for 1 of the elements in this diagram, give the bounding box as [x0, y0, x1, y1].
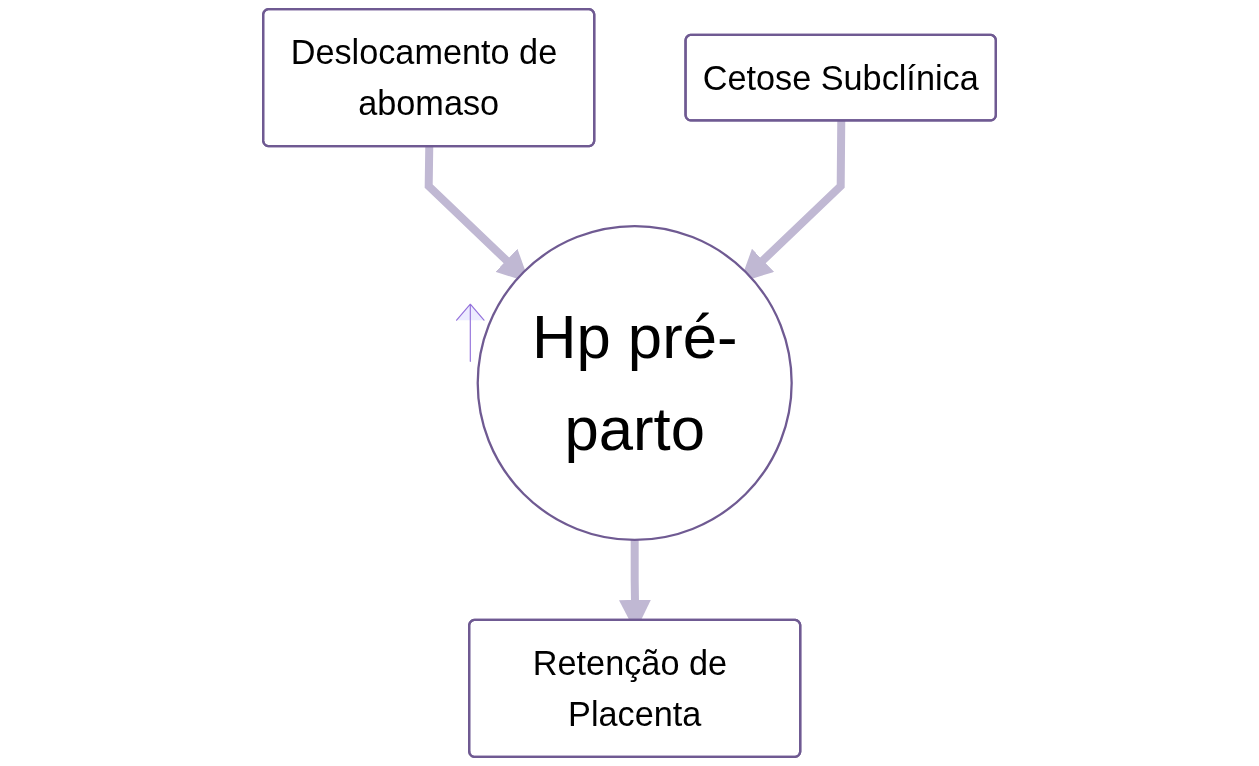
node-circle: Hp pré-parto [476, 224, 793, 542]
